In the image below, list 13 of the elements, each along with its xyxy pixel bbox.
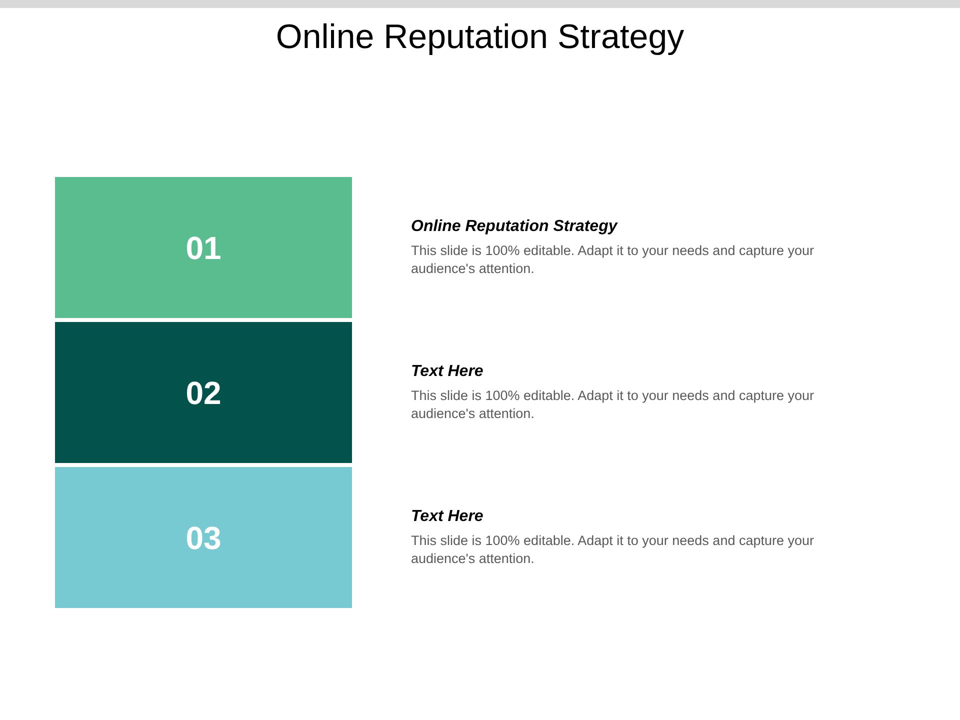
step-number: 03 <box>186 518 222 556</box>
item-description: This slide is 100% editable. Adapt it to your needs and capture your audience's attention. <box>411 387 815 423</box>
item-description: This slide is 100% editable. Adapt it to your needs and capture your audience's attention. <box>411 532 815 568</box>
number-block <box>55 177 352 318</box>
step-number: 01 <box>186 228 222 266</box>
step-number: 02 <box>186 374 222 412</box>
item-heading: Online Reputation Strategy <box>411 217 619 237</box>
item-description: This slide is 100% editable. Adapt it to your needs and capture your audience's attention. <box>411 242 815 278</box>
title: Online Reputation Strategy <box>274 17 686 58</box>
number-block <box>55 322 352 463</box>
number-block <box>55 467 352 608</box>
item-heading: Text Here <box>411 362 484 382</box>
item-heading: Text Here <box>411 507 484 527</box>
